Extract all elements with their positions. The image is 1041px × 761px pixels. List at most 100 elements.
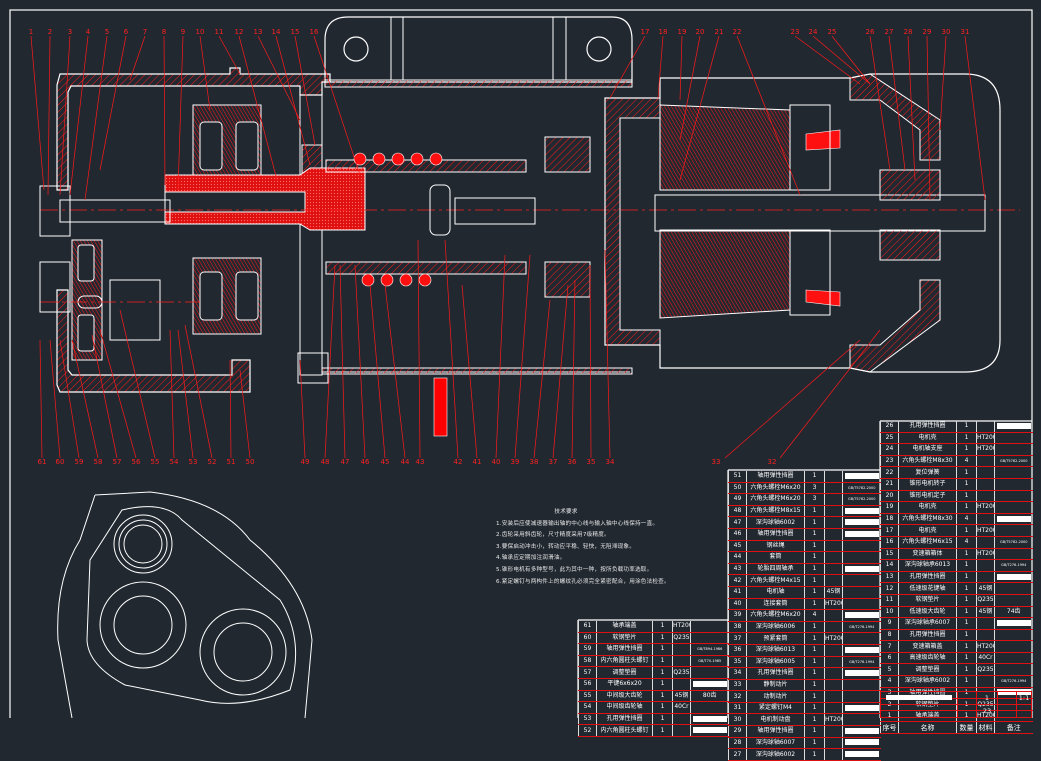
part-number-label: 4 (86, 28, 91, 36)
part-number-label: 37 (549, 458, 558, 466)
part-number-label: 32 (768, 458, 777, 466)
bom-name: 预紧套筒 (746, 632, 805, 645)
bom-note (842, 748, 881, 761)
part-number-label: 7 (143, 28, 147, 36)
bom-name: 低速级花键轴 (898, 582, 957, 595)
bom-name: 连接套筒 (746, 598, 805, 611)
tech-note-line: 1.安装后应使减速器输出轴的中心线与输入轴中心线保持一直。 (496, 520, 659, 527)
part-number-label: 27 (885, 28, 894, 36)
bom-mat (824, 505, 843, 518)
part-number-label: 11 (215, 28, 224, 36)
bom-name: 高速级齿轮轴 (898, 652, 957, 665)
part-number-label: 10 (196, 28, 205, 36)
bom-mat (672, 724, 691, 737)
bom-no: 55 (578, 690, 597, 703)
bom-name: 变速箱箱盖 (898, 640, 957, 653)
bom-note (842, 609, 881, 622)
bom-name: 轴承端盖 (596, 621, 653, 633)
bom-note (842, 505, 881, 518)
bom-note (994, 652, 1033, 665)
part-number-label: 24 (809, 28, 818, 36)
bom-note (994, 663, 1033, 677)
bom-no: 38 (728, 621, 747, 634)
bom-mat (672, 713, 691, 726)
bom-no: 60 (578, 632, 597, 645)
bom-no: 34 (728, 667, 747, 680)
bom-qty: 1 (804, 690, 825, 703)
bom-no: 10 (880, 606, 899, 619)
bom-mat (824, 656, 843, 669)
part-number-label: 36 (568, 458, 577, 466)
bom-qty: 1 (652, 655, 673, 668)
part-number-label: 6 (124, 28, 129, 36)
bom-mat: 45钢 (824, 586, 843, 599)
part-number-label: 30 (942, 28, 951, 36)
bom-mat: HT200 (824, 598, 843, 611)
bom-no: 30 (728, 713, 747, 727)
bom-no: 45 (728, 540, 747, 553)
bom-header-no: 序号 (880, 721, 899, 735)
bom-qty: 1 (956, 421, 977, 433)
bom-name: 中间级大齿轮 (596, 690, 653, 703)
bom-name: 软钢垫片 (596, 632, 653, 645)
bom-row: 7变速箱箱盖1HT200 (880, 640, 1033, 653)
bom-note (994, 548, 1033, 561)
part-number-label: 29 (923, 28, 932, 36)
mounting-bracket (324, 16, 633, 88)
bom-note (994, 594, 1033, 607)
bom-mat (976, 559, 995, 572)
bom-note: GB/T894-1986 (690, 643, 729, 656)
part-number-label: 12 (235, 28, 244, 36)
part-number-label: 57 (113, 458, 122, 466)
bom-note (842, 471, 881, 483)
part-number-label: 40 (492, 458, 501, 466)
bom-mat (976, 536, 995, 549)
part-number-label: 50 (246, 458, 255, 466)
bom-header-row: 序号名称数量材料备注 (880, 721, 1033, 735)
bom-no: 54 (578, 701, 597, 714)
bom-mat (976, 455, 995, 468)
bom-note (842, 737, 881, 750)
bom-name: 紧定螺钉M4 (746, 702, 805, 715)
spline-sleeve (325, 136, 591, 437)
bom-name: 钢丝绳 (746, 540, 805, 553)
bom-note (690, 724, 729, 737)
bom-no: 4 (880, 675, 899, 688)
part-number-label: 38 (530, 458, 539, 466)
bom-note (842, 540, 881, 553)
bom-no: 16 (880, 536, 899, 549)
bom-no: 24 (880, 443, 899, 456)
bom-name: 孔用弹性挡圈 (596, 713, 653, 726)
part-number-label: 9 (181, 28, 185, 36)
tech-notes-title: 技术要求 (554, 509, 578, 515)
bom-name: 轴用弹性挡圈 (746, 471, 805, 483)
bom-qty: 1 (652, 632, 673, 645)
bom-no: 25 (880, 432, 899, 445)
bom-qty: 1 (956, 617, 977, 630)
bom-qty: 1 (652, 690, 673, 703)
bom-name: 内六角圆柱头螺钉 (596, 724, 653, 737)
bom-name: 孔用弹性挡圈 (898, 421, 957, 433)
bom-table-right: 26孔用弹性挡圈125电机壳1HT20024电机轴支座1HT20023六角头螺栓… (880, 421, 1033, 735)
bom-no: 18 (880, 513, 899, 526)
bom-name: 套筒 (746, 551, 805, 564)
bom-note (690, 632, 729, 645)
bom-name: 电机壳 (898, 524, 957, 537)
bom-mat (824, 471, 843, 483)
bom-name: 孔用弹性挡圈 (746, 667, 805, 680)
bom-name: 内六角圆柱头螺钉 (596, 655, 653, 668)
bom-mat (672, 643, 691, 656)
bom-qty: 1 (804, 563, 825, 576)
part-number-label: 20 (696, 28, 705, 36)
